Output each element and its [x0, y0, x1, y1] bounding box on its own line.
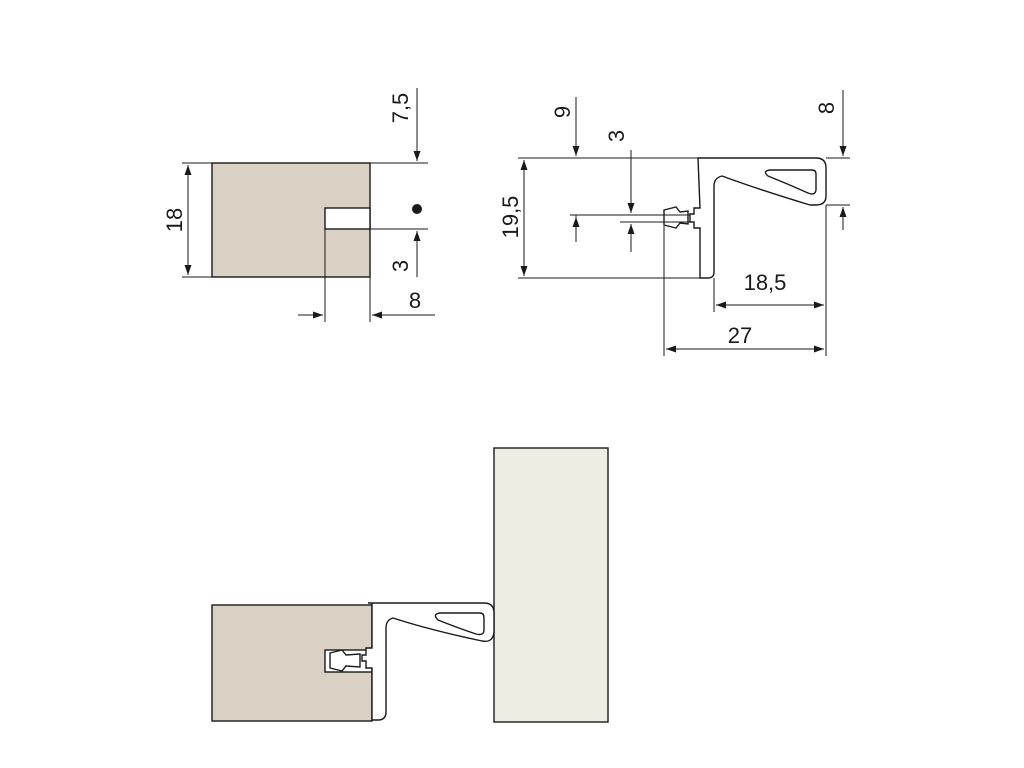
dim-label-groove-offset: 7,5: [388, 93, 413, 124]
dim-label-profile-top-right: 8: [814, 102, 839, 114]
door-panel: [493, 447, 609, 723]
dim-label-groove-width: 3: [388, 260, 413, 272]
dim-label-profile-height: 19,5: [498, 196, 523, 239]
dim-label-groove-depth: 8: [409, 288, 421, 313]
dim-label-profile-groove: 3: [604, 130, 629, 142]
profile-view: 19,5 9 3 8 18,5 27: [498, 90, 850, 356]
dim-label-profile-inner-width: 18,5: [744, 270, 787, 295]
assembly-view: [211, 447, 609, 723]
dim-label-profile-top: 9: [550, 106, 575, 118]
dim-label-panel-height: 18: [162, 208, 187, 232]
groove-slot: [324, 207, 371, 230]
groove-center-point: [412, 204, 422, 214]
dim-label-profile-total-width: 27: [728, 323, 752, 348]
assembled-handle-profile: [361, 602, 495, 721]
panel-groove-view: 18 7,5 3 8: [162, 88, 435, 322]
handle-profile: [689, 157, 827, 279]
